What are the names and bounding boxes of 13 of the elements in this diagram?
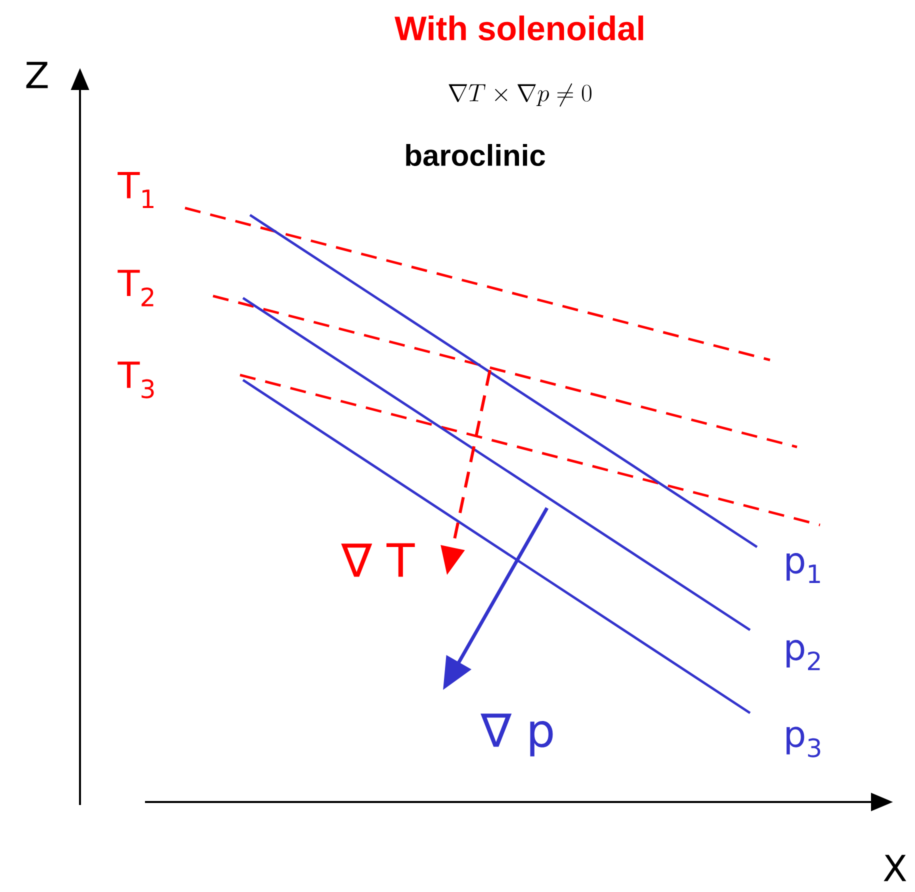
axis-label: Z <box>26 62 48 88</box>
isobar-label: p$_{2}$ <box>786 640 820 670</box>
gradient-label: ∇ p <box>480 714 553 756</box>
isobar-label: p$_{1}$ <box>786 553 820 583</box>
isotherm-label: T$_{3}$ <box>118 362 154 398</box>
gradient-label: ∇ T <box>341 543 415 577</box>
isobar-label: p$_{3}$ <box>786 726 820 758</box>
axis-label: X <box>884 854 906 882</box>
subtitle: baroclinic <box>406 144 545 166</box>
isotherm-label: T$_{2}$ <box>118 270 154 306</box>
formula: $\nabla T \times \nabla p \neq 0$ <box>448 83 592 107</box>
title: With solenoidal <box>394 16 644 40</box>
isotherm-label: T$_{1}$ <box>118 172 154 208</box>
